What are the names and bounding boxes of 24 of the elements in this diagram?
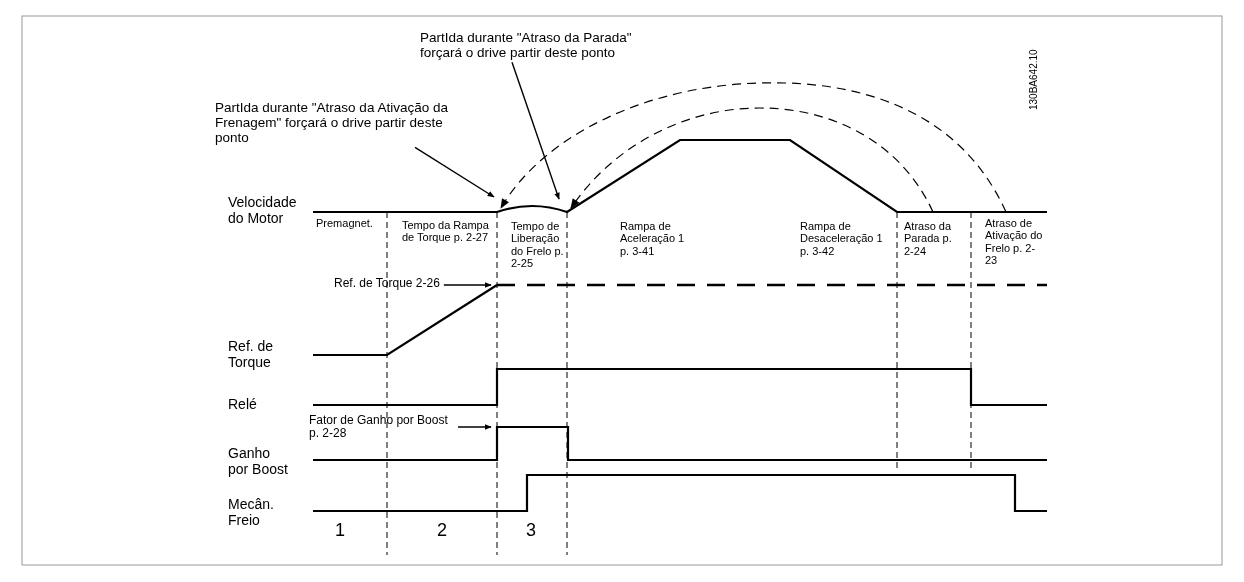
annotation-text: PartIda durante "Atraso da Ativação da Frenagem" forçará o drive partir deste ponto xyxy=(215,100,455,146)
annotation-text: PartIda durante "Atraso da Parada" forçará o drive partir deste ponto xyxy=(420,30,648,61)
phase-label: Tempo de Liberação do Frelo p. 2-25 xyxy=(511,220,565,270)
phase-label: Rampa de Desaceleração 1 p. 3-42 xyxy=(800,220,884,257)
phase-label: Tempo da Rampa de Torque p. 2-27 xyxy=(402,219,490,244)
signal-label: Ref. de Torque xyxy=(228,339,275,371)
leader-arrow xyxy=(414,146,495,198)
signal-label: Mecân. Freio xyxy=(228,497,275,529)
phase-number: 3 xyxy=(526,520,536,541)
signal-label: Relé xyxy=(228,397,258,413)
phase-label: Rampa de Aceleração 1 p. 3-41 xyxy=(620,220,686,257)
signal-label: Ganho por Boost xyxy=(228,446,289,478)
annotation-text: Ref. de Torque 2-26 xyxy=(334,277,440,291)
phase-label: Atraso de Ativação do Frelo p. 2-23 xyxy=(985,217,1043,267)
phase-label: Premagnet. xyxy=(316,217,373,230)
signal-label: Velocidade do Motor xyxy=(228,195,298,227)
drawing-code: 130BA642.10 xyxy=(1028,49,1040,110)
leader-arrow xyxy=(443,282,492,288)
phase-number: 2 xyxy=(437,520,447,541)
phase-label: Atraso da Parada p. 2-24 xyxy=(904,220,953,257)
leader-arrow xyxy=(457,424,492,430)
annotation-text: Fator de Ganho por Boost p. 2-28 xyxy=(309,414,454,441)
phase-number: 1 xyxy=(335,520,345,541)
leader-arrow xyxy=(511,61,560,200)
